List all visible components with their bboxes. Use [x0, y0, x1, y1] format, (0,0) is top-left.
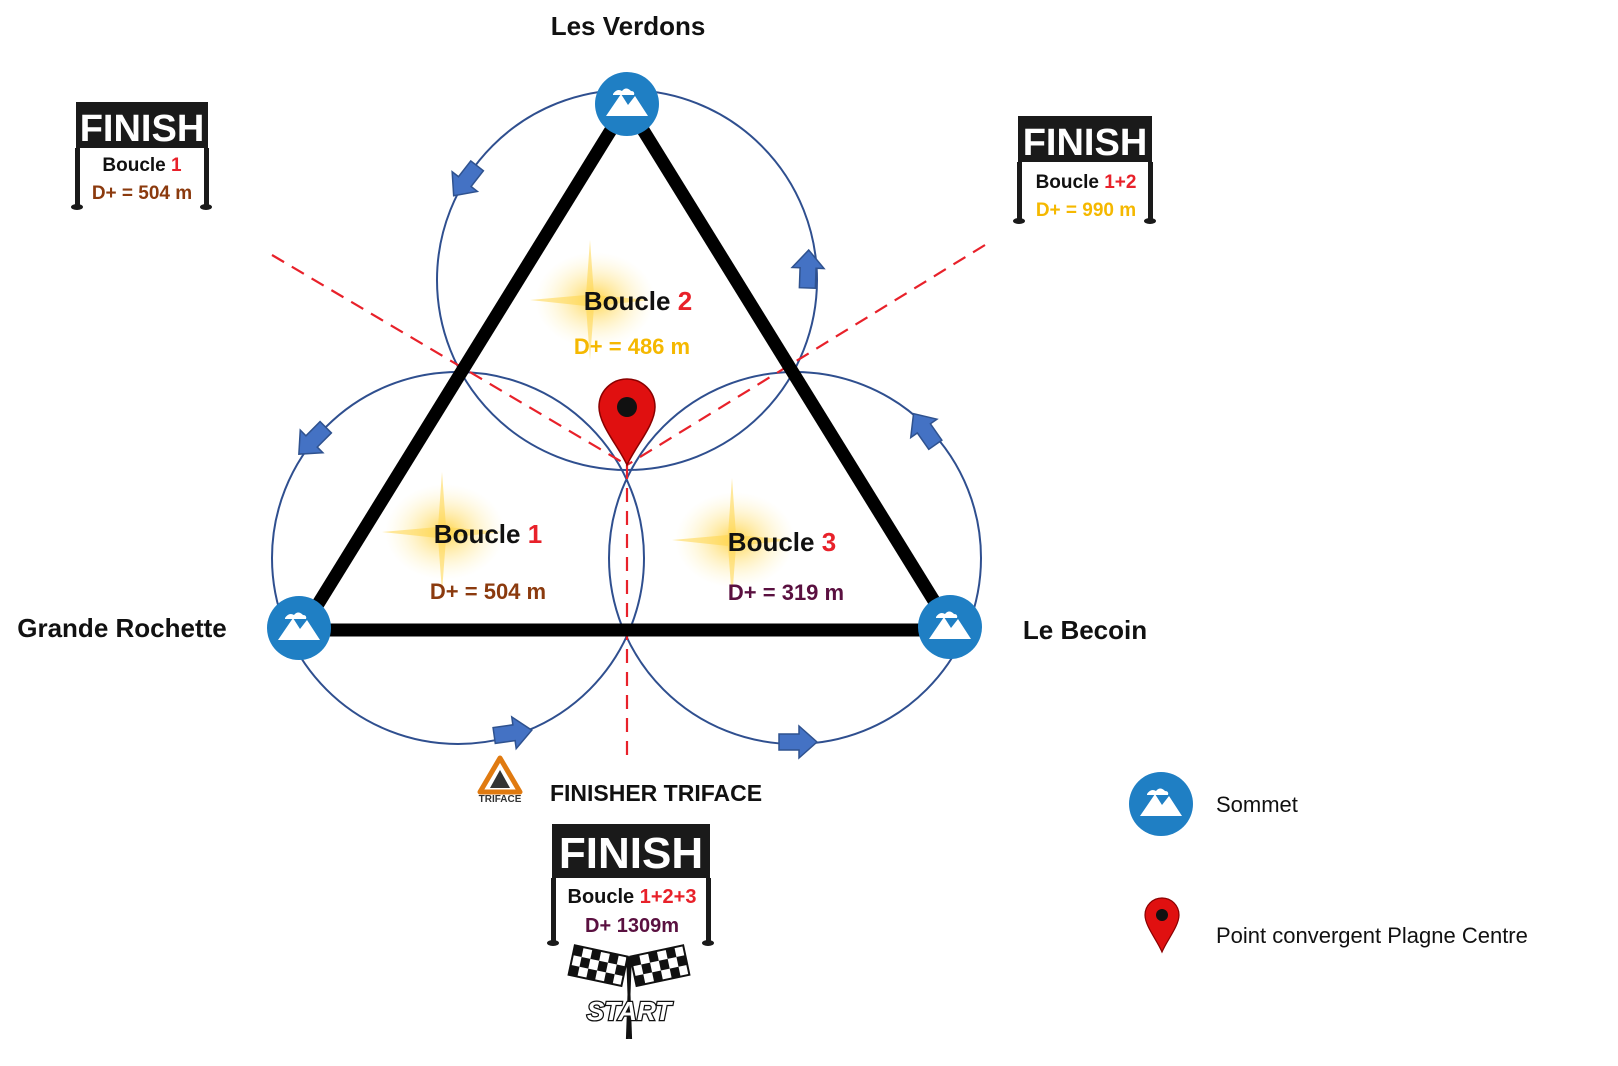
start-label: START: [587, 996, 673, 1026]
route-triangle: [296, 100, 958, 637]
legend-summit-label: Sommet: [1216, 792, 1298, 817]
loop-1-elevation: D+ = 504 m: [430, 579, 546, 604]
finish-sign-title: FINISH: [80, 108, 205, 150]
arrow-icon: [790, 248, 826, 290]
triangle-edge-left: [296, 100, 633, 634]
summit-label-top: Les Verdons: [551, 11, 706, 41]
finish-sign-loop-1: FINISH Boucle 1 D+ = 504 m: [71, 102, 212, 210]
mountain-icon: [1129, 772, 1193, 836]
finish-sign-loop-1-2-3: FINISH Boucle 1+2+3 D+ 1309m: [547, 824, 714, 946]
finish-sign-title: FINISH: [559, 829, 703, 878]
finish-sign-elevation: D+ = 504 m: [92, 183, 192, 204]
finish-sign-elevation: D+ = 990 m: [1036, 200, 1136, 221]
svg-text:Boucle 1: Boucle 1: [102, 155, 182, 176]
svg-text:Boucle 1+2+3: Boucle 1+2+3: [568, 886, 697, 908]
loop-2-label: Boucle 2: [584, 286, 692, 316]
logo-text: TRIFACE: [479, 794, 522, 805]
summit-label-left: Grande Rochette: [17, 613, 227, 643]
finish-sign-loop-1-2: FINISH Boucle 1+2 D+ = 990 m: [1013, 116, 1156, 224]
loop-3-label: Boucle 3: [728, 527, 836, 557]
mountain-icon: [595, 72, 659, 136]
map-pin-icon: [598, 378, 656, 467]
mountain-icon: [918, 595, 982, 659]
loop-3-elevation: D+ = 319 m: [728, 580, 844, 605]
loop-1-label: Boucle 1: [434, 519, 542, 549]
finisher-label: FINISHER TRIFACE: [550, 780, 762, 806]
loop-2-elevation: D+ = 486 m: [574, 334, 690, 359]
divider-lines: [271, 244, 986, 760]
divider-line-right: [626, 244, 986, 466]
summit-label-right: Le Becoin: [1023, 615, 1147, 645]
mountain-icon: [267, 596, 331, 660]
arrow-icon: [778, 725, 818, 759]
finish-sign-elevation: D+ 1309m: [585, 915, 679, 937]
map-pin-icon: [1144, 897, 1180, 954]
triface-logo: TRIFACE: [477, 755, 523, 805]
svg-text:Boucle 1+2: Boucle 1+2: [1036, 172, 1137, 193]
legend-pin-label: Point convergent Plagne Centre: [1216, 923, 1528, 948]
arrow-icon: [440, 155, 491, 207]
checkered-flags-icon: START: [567, 944, 691, 1040]
label-glows: [382, 240, 795, 600]
arrow-icon: [491, 713, 535, 753]
finish-sign-title: FINISH: [1023, 122, 1148, 164]
triangle-edge-right: [621, 100, 958, 634]
legend: Sommet Point convergent Plagne Centre: [1129, 772, 1528, 954]
arrow-icon: [899, 403, 950, 455]
